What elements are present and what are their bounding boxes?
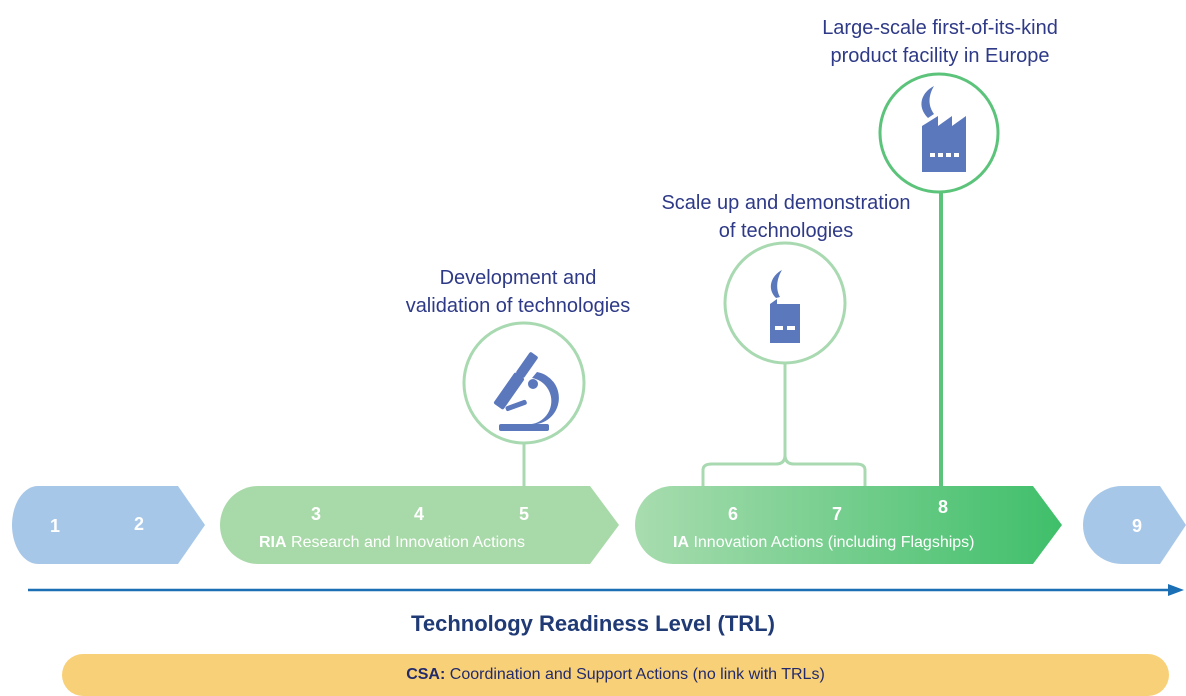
bar-pre	[12, 486, 205, 564]
trl-level-4: 4	[413, 504, 424, 524]
trl-level-8: 8	[937, 497, 948, 517]
circle-scale-up	[723, 241, 847, 365]
csa-abbr: CSA:	[406, 666, 446, 683]
caption-scale-up-line2: of technologies	[718, 220, 854, 242]
caption-scale-up: Scale up and demonstration of technologi…	[636, 189, 936, 245]
csa-bar: CSA: Coordination and Support Actions (n…	[62, 654, 1169, 696]
trl-level-9: 9	[1131, 516, 1142, 536]
csa-text: Coordination and Support Actions (no lin…	[449, 666, 825, 683]
bar-ria	[220, 486, 619, 564]
axis-arrowhead	[1168, 584, 1184, 596]
ria-text: Research and Innovation Actions	[291, 534, 525, 551]
ria-abbr: RIA	[259, 534, 287, 551]
trl-level-2: 2	[133, 514, 144, 534]
microscope-icon	[493, 352, 559, 431]
caption-development-line1: Development and	[439, 267, 597, 289]
ia-label: IA Innovation Actions (including Flagshi…	[673, 534, 975, 552]
ria-label: RIA Research and Innovation Actions	[259, 534, 525, 552]
trl-level-1: 1	[49, 516, 60, 536]
trl-level-7: 7	[831, 504, 842, 524]
caption-large-scale-line1: Large-scale first-of-its-kind	[822, 17, 1058, 39]
bar-ia	[635, 486, 1062, 564]
trl-level-5: 5	[518, 504, 529, 524]
bar-post	[1083, 486, 1186, 564]
ia-abbr: IA	[673, 534, 689, 551]
caption-scale-up-line1: Scale up and demonstration	[661, 192, 911, 214]
small-factory-icon	[770, 270, 800, 343]
axis-title: Technology Readiness Level (TRL)	[411, 611, 775, 636]
caption-development: Development and validation of technologi…	[378, 264, 658, 320]
caption-large-scale-line2: product facility in Europe	[830, 45, 1050, 67]
trl-level-3: 3	[310, 504, 321, 524]
large-factory-icon	[921, 86, 966, 172]
ia-text: Innovation Actions (including Flagships)	[693, 534, 975, 551]
caption-development-line2: validation of technologies	[405, 295, 631, 317]
bracket-ia	[701, 454, 867, 486]
caption-large-scale: Large-scale first-of-its-kind product fa…	[800, 14, 1080, 70]
trl-level-6: 6	[727, 504, 738, 524]
